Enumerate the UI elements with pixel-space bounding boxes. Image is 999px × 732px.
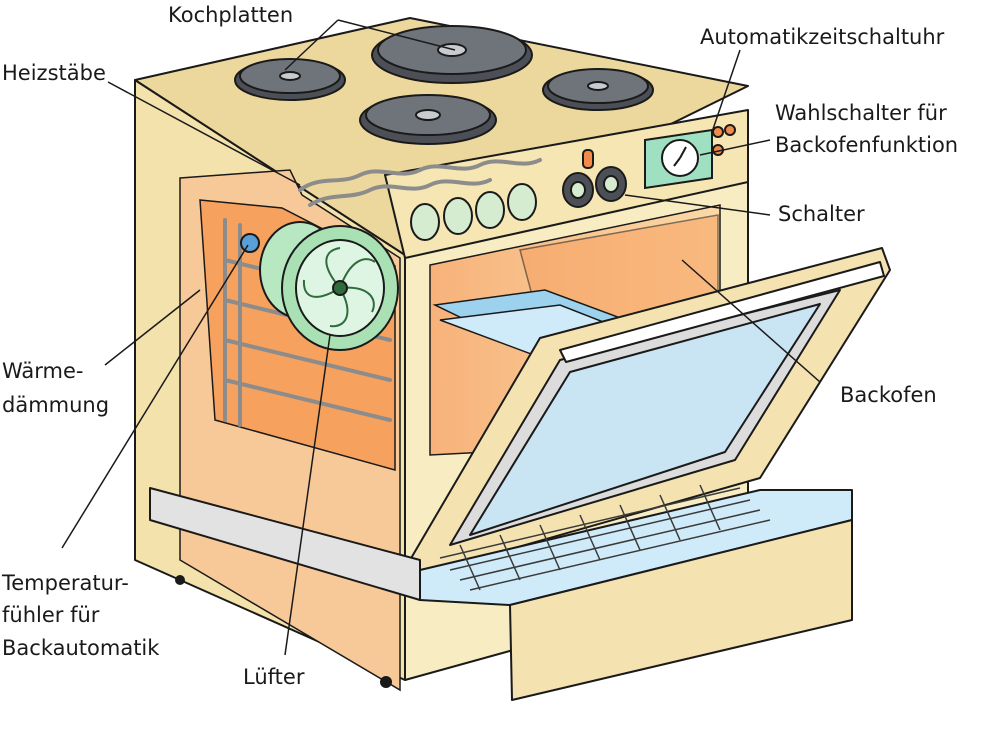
label-automatikzeitschaltuhr: Automatikzeitschaltuhr: [700, 25, 945, 49]
label-waerme-line2: dämmung: [2, 393, 109, 417]
hotplate-left: [234, 58, 346, 101]
grill-rack: [439, 484, 771, 591]
label-wahlschalter-line2: Backofenfunktion: [775, 133, 958, 157]
fan: [259, 221, 399, 351]
leader-lines: [61, 19, 821, 656]
foot-left: [175, 575, 185, 585]
label-schalter: Schalter: [778, 202, 865, 226]
hotplate-right: [542, 68, 654, 111]
labels: Kochplatten Heizstäbe Automatikzeitschal…: [1, 3, 958, 689]
label-wahlschalter-line1: Wahlschalter für: [775, 101, 947, 125]
drawer: [149, 484, 853, 701]
foot-right: [380, 676, 392, 688]
knob-2: [443, 197, 473, 235]
label-waerme-line1: Wärme-: [2, 359, 84, 383]
switch-knobs: [410, 149, 627, 241]
label-heizstaebe: Heizstäbe: [2, 61, 106, 85]
oven-door: [409, 247, 891, 576]
label-temperatur-line3: Backautomatik: [2, 636, 160, 660]
label-temperatur-line2: fühler für: [2, 603, 100, 627]
label-luefter: Lüfter: [243, 665, 305, 689]
hotplates: [234, 25, 654, 145]
label-kochplatten: Kochplatten: [168, 3, 293, 27]
hotplate-front: [359, 94, 497, 145]
knob-1: [410, 203, 440, 241]
temperature-sensor: [240, 233, 260, 253]
label-backofen: Backofen: [840, 383, 937, 407]
knob-3: [475, 191, 505, 229]
knob-4: [507, 183, 537, 221]
indicator-lamp: [582, 149, 594, 169]
timer-clock: [644, 124, 736, 190]
label-temperatur-line1: Temperatur-: [1, 571, 129, 595]
